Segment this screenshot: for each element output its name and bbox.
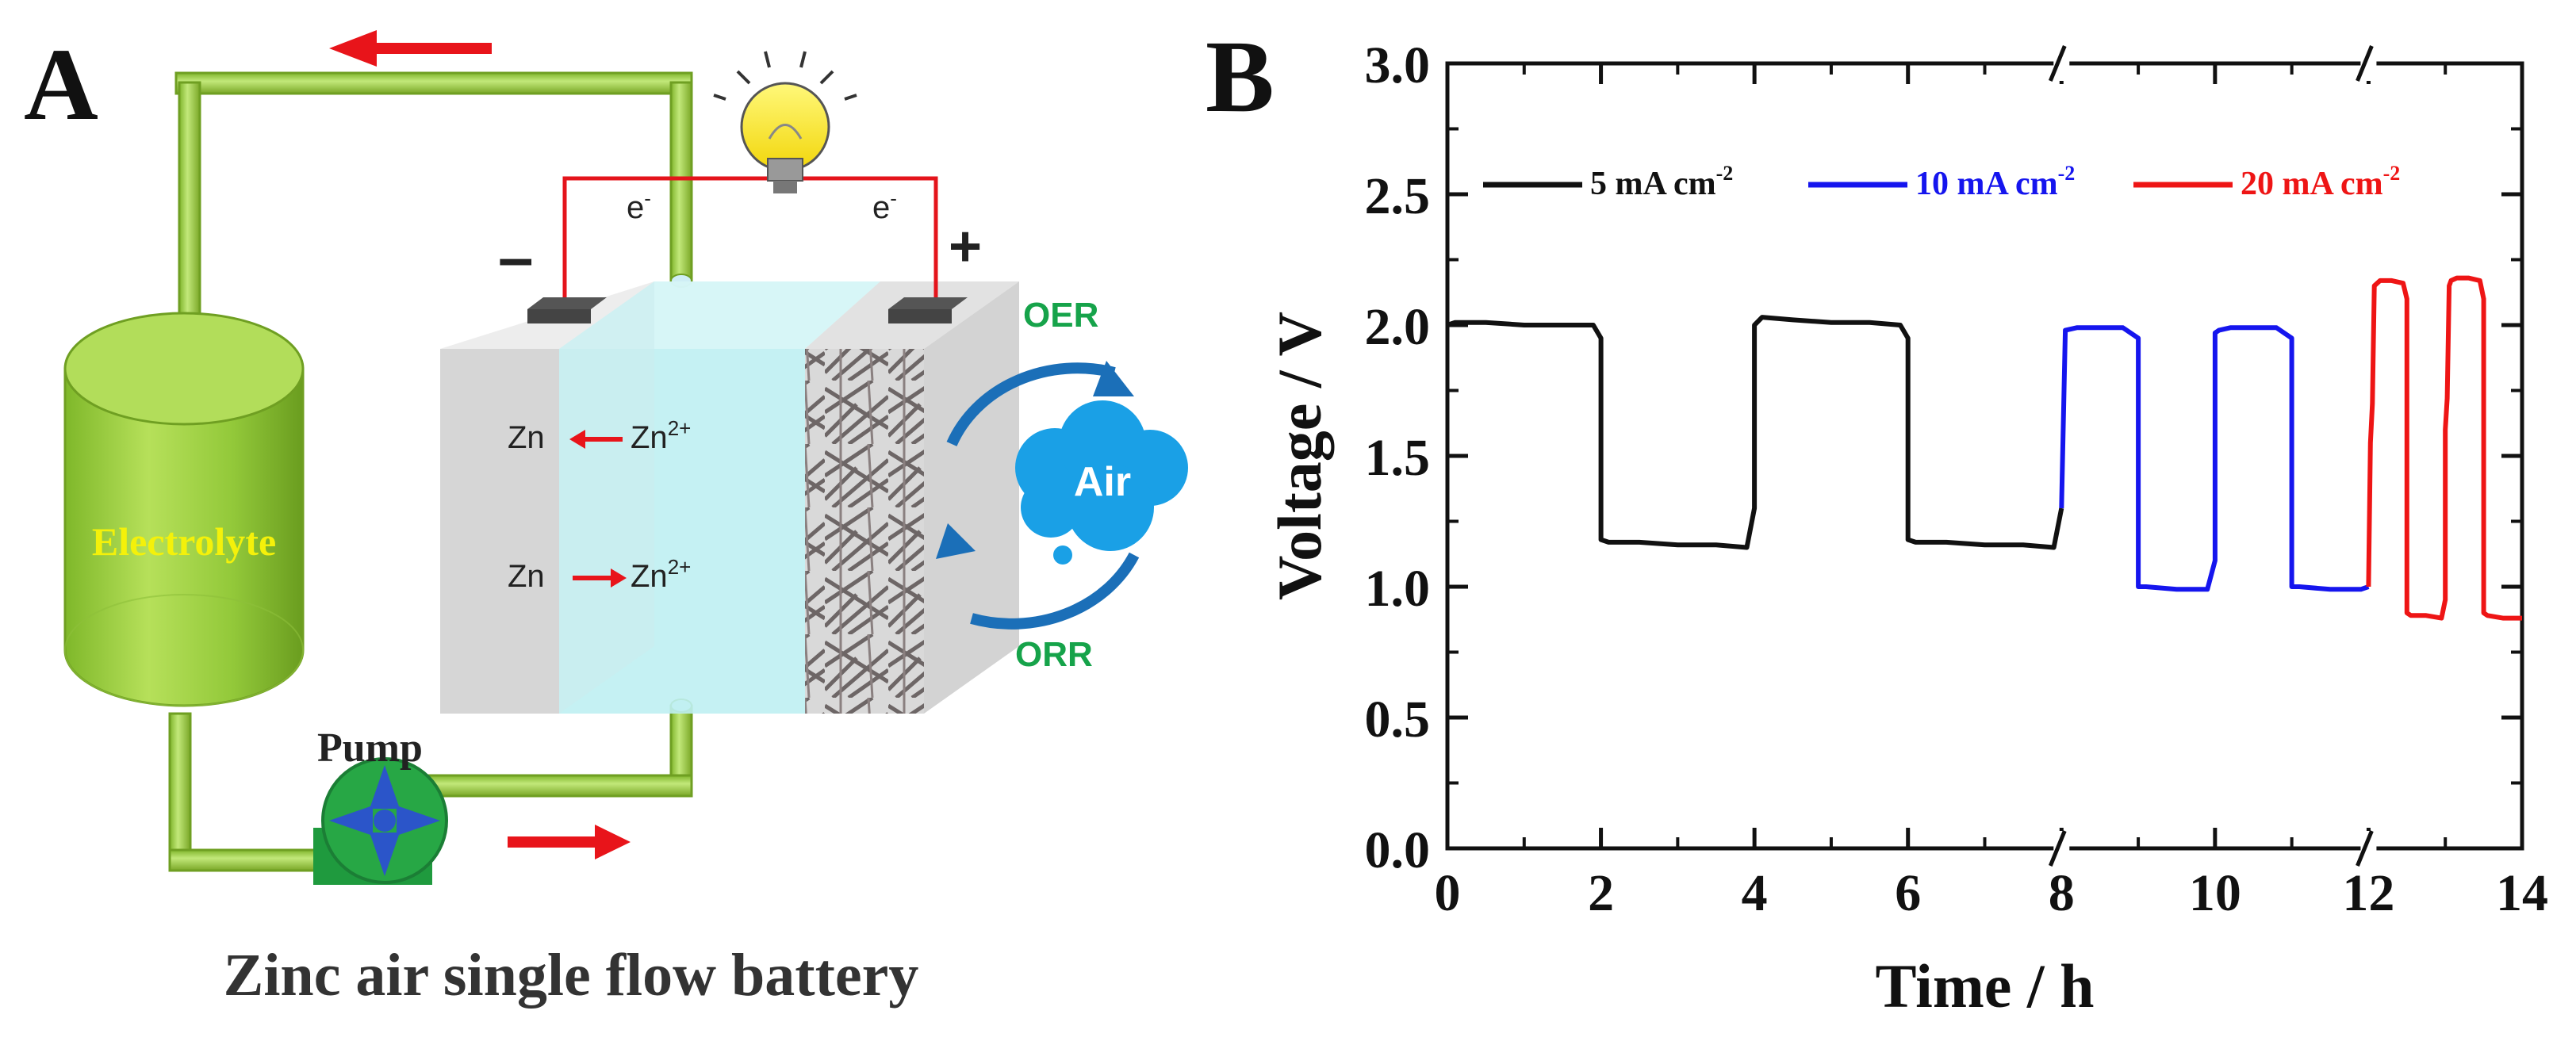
rxn-top-zn: Zn: [508, 420, 545, 455]
y-axis-label: Voltage / V: [1265, 312, 1334, 600]
arrow-right-icon: [573, 568, 627, 588]
negative-terminal-sign: –: [498, 222, 534, 293]
x-tick-label: 10: [2189, 864, 2241, 922]
pump-label: Pump: [317, 725, 423, 771]
axis-break-gap: [2360, 46, 2377, 81]
x-tick-label: 6: [1895, 864, 1921, 922]
y-tick-label: 3.0: [1365, 36, 1431, 94]
positive-terminal-sign: +: [949, 215, 982, 278]
y-tick-label: 0.5: [1365, 691, 1431, 748]
pump: Pump: [313, 725, 448, 885]
external-circuit: e- e- – +: [498, 51, 982, 297]
oer-label: OER: [1023, 296, 1098, 335]
electrolyte-tank: Electrolyte: [63, 312, 305, 707]
voltage-time-chart: 0.0 0.5 1.0 1.5 2.0 2.5 3.0 0 2 4 6 8 10 12 14 5 mA cm-…: [1265, 36, 2548, 1020]
axis-break-gap: [2053, 46, 2070, 81]
series-line-3: [2366, 275, 2522, 621]
light-bulb-icon: [713, 51, 857, 193]
axis-break-gap: [2360, 831, 2377, 866]
series-line-1: [1447, 315, 2064, 550]
zinc-reactions: Zn Zn2+ Zn Zn2+: [508, 416, 691, 594]
rxn-bottom-zn: Zn: [508, 559, 545, 594]
x-axis-label: Time / h: [1876, 951, 2095, 1020]
rxn-top-zn2: Zn2+: [631, 416, 691, 455]
y-tick-label: 2.5: [1365, 167, 1431, 225]
electron-label-right: e-: [872, 186, 897, 225]
cycle-arrows-icon: [946, 362, 1140, 630]
electron-label-left: e-: [627, 186, 651, 225]
panel-a-label: A: [24, 28, 98, 142]
flow-arrow-bottom: [508, 825, 631, 859]
x-tick-label: 0: [1435, 864, 1461, 922]
arrow-left-icon: [569, 430, 623, 449]
pump-fan-icon: [329, 765, 440, 876]
axis-break-mark: [2048, 45, 2067, 82]
x-tick-label: 4: [1742, 864, 1768, 922]
y-tick-label: 1.5: [1365, 429, 1431, 487]
legend-label-3: 20 mA cm-2: [2241, 162, 2400, 202]
x-tick-label: 12: [2342, 864, 2394, 922]
legend-label-2: 10 mA cm-2: [1915, 162, 2075, 202]
legend-label-1: 5 mA cm-2: [1590, 162, 1733, 202]
rxn-bottom-zn2: Zn2+: [631, 555, 691, 594]
panel-a-schematic: A Electrolyte: [24, 28, 1188, 1009]
panel-b-chart: B 0.0 0.5 1.0 1.5 2.0 2.5 3.0 0 2 4 6 8 10 12 14 5 mA c…: [1206, 20, 2548, 1020]
air-cloud-icon: [1015, 400, 1188, 565]
panel-a-caption: Zinc air single flow battery: [224, 942, 919, 1009]
orr-label: ORR: [1015, 635, 1093, 674]
tank-label: Electrolyte: [92, 519, 276, 564]
flow-arrow-top: [329, 30, 492, 67]
series-line-2: [2059, 325, 2370, 592]
air-cathode-cycle: OER ORR Air: [936, 296, 1188, 674]
axis-break-mark: [2048, 830, 2067, 867]
x-tick-label: 8: [2049, 864, 2075, 922]
battery-cell: [440, 281, 1019, 714]
y-tick-label: 1.0: [1365, 560, 1431, 618]
y-tick-label: 2.0: [1365, 298, 1431, 356]
x-tick-label: 2: [1588, 864, 1614, 922]
y-tick-label: 0.0: [1365, 821, 1431, 879]
axis-break-mark: [2356, 830, 2374, 867]
x-tick-label: 14: [2496, 864, 2548, 922]
air-label: Air: [1074, 459, 1131, 505]
panel-b-label: B: [1206, 20, 1275, 134]
electrode-plates: [527, 297, 968, 323]
axis-break-mark: [2356, 45, 2374, 82]
axis-break-gap: [2053, 831, 2070, 866]
